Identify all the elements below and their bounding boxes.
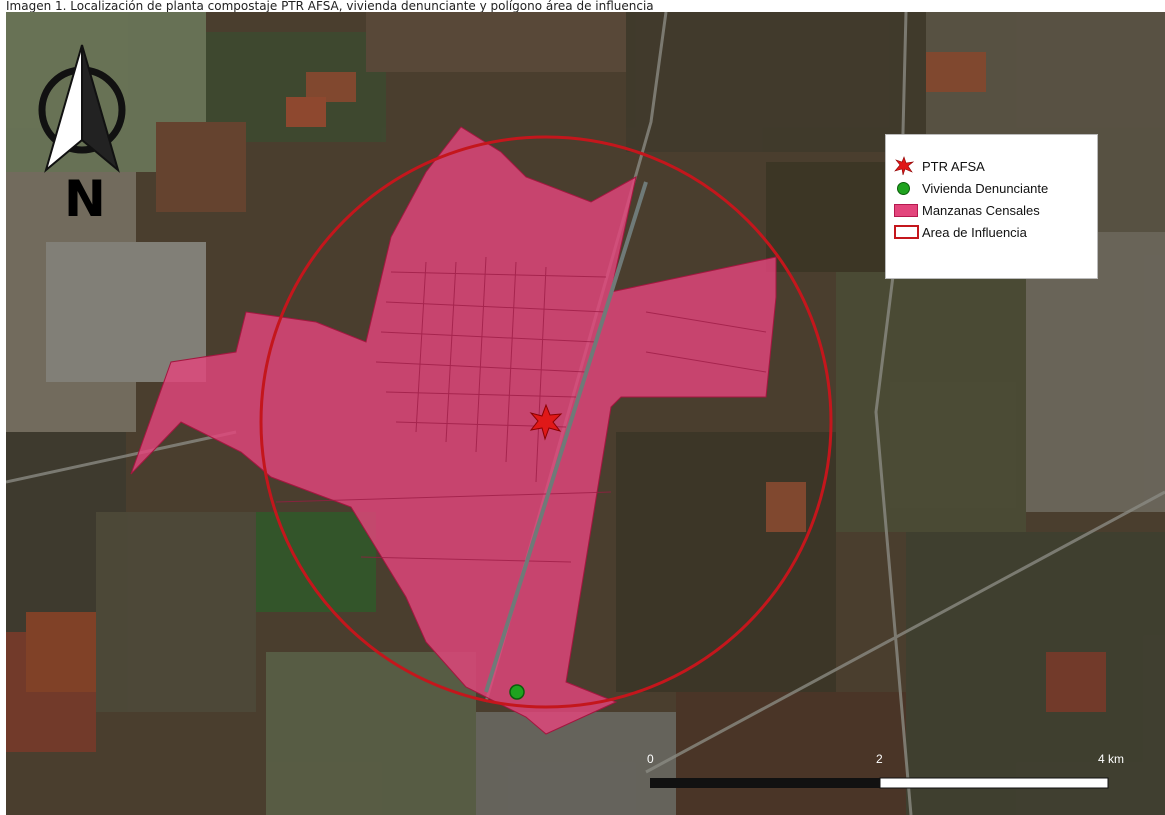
north-label: N (64, 170, 106, 228)
legend-item-ptr-afsa: PTR AFSA (894, 155, 1089, 177)
block-grid (275, 256, 767, 563)
north-arrow-icon (38, 44, 126, 173)
complainant-home-marker (509, 684, 525, 700)
star-icon (894, 156, 922, 176)
scale-bar (650, 777, 1109, 789)
legend-item-manzanas: Manzanas Censales (894, 199, 1089, 221)
green-dot-icon (897, 181, 910, 195)
rail-line (484, 181, 648, 693)
ptr-afsa-marker (529, 403, 563, 441)
pink-fill-swatch (894, 203, 918, 217)
legend-label: Manzanas Censales (922, 202, 1040, 218)
legend-item-vivienda: Vivienda Denunciante (894, 177, 1089, 199)
scale-label-4km: 4 km (1098, 752, 1125, 766)
scale-label-0: 0 (647, 752, 654, 766)
legend-item-area: Area de Influencia (894, 221, 1089, 243)
red-circle-outline (894, 225, 919, 239)
legend-label: Area de Influencia (922, 224, 1027, 240)
north-arrow (34, 40, 144, 240)
legend-label: PTR AFSA (922, 158, 985, 174)
legend-label: Vivienda Denunciante (922, 180, 1049, 196)
scale-label-2: 2 (876, 752, 883, 766)
satellite-map[interactable]: 0 2 4 km (6, 12, 1165, 815)
map-caption: Imagen 1. Localización de planta compost… (6, 0, 654, 13)
map-legend: PTR AFSA Vivienda Denunciante Manzanas C… (885, 134, 1098, 279)
influence-area-ring (259, 135, 833, 709)
